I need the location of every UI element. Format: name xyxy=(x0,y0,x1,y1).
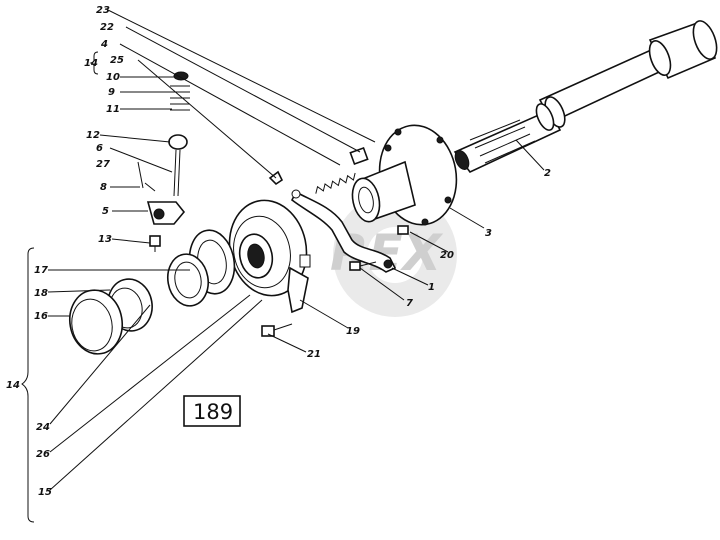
callout-8: 8 xyxy=(100,182,107,193)
bearing-housing-part xyxy=(228,199,311,314)
callout-22: 22 xyxy=(100,22,114,33)
callout-20: 20 xyxy=(440,250,454,261)
callout-7: 7 xyxy=(406,298,413,309)
figure-number-box: 189 xyxy=(183,395,241,427)
callout-labels: 23 22 4 25 10 9 11 12 6 27 8 5 13 2 3 20… xyxy=(6,5,551,498)
callout-18: 18 xyxy=(34,288,48,299)
callout-5: 5 xyxy=(102,206,109,217)
spring-small-parts xyxy=(268,146,369,194)
callout-17: 17 xyxy=(34,265,48,276)
callout-19: 19 xyxy=(346,326,360,337)
callout-6: 6 xyxy=(96,143,103,154)
callout-4: 4 xyxy=(100,39,108,50)
group-label-top: 14 xyxy=(84,58,98,69)
callout-10: 10 xyxy=(106,72,120,83)
fork-lever-part xyxy=(290,189,397,273)
callout-24: 24 xyxy=(36,422,50,433)
callout-2: 2 xyxy=(544,168,551,179)
callout-27: 27 xyxy=(96,159,110,170)
callout-25: 25 xyxy=(110,55,124,66)
callout-3: 3 xyxy=(485,228,492,239)
flange-part xyxy=(351,124,458,226)
callout-12: 12 xyxy=(86,130,100,141)
leader-lines xyxy=(47,9,545,491)
adjuster-assembly-parts xyxy=(137,71,409,337)
callout-15: 15 xyxy=(38,487,52,498)
callout-16: 16 xyxy=(34,311,48,322)
callout-21: 21 xyxy=(307,349,321,360)
figure-number: 189 xyxy=(193,400,233,424)
group-label-side: 14 xyxy=(6,380,20,391)
callout-26: 26 xyxy=(36,449,50,460)
group-brackets xyxy=(21,51,99,523)
callout-9: 9 xyxy=(108,87,115,98)
callout-23: 23 xyxy=(96,5,110,16)
callout-11: 11 xyxy=(106,104,120,115)
shaft-part xyxy=(453,20,718,173)
callout-13: 13 xyxy=(98,234,112,245)
bearing-ring-parts xyxy=(68,229,236,355)
callout-1: 1 xyxy=(428,282,435,293)
